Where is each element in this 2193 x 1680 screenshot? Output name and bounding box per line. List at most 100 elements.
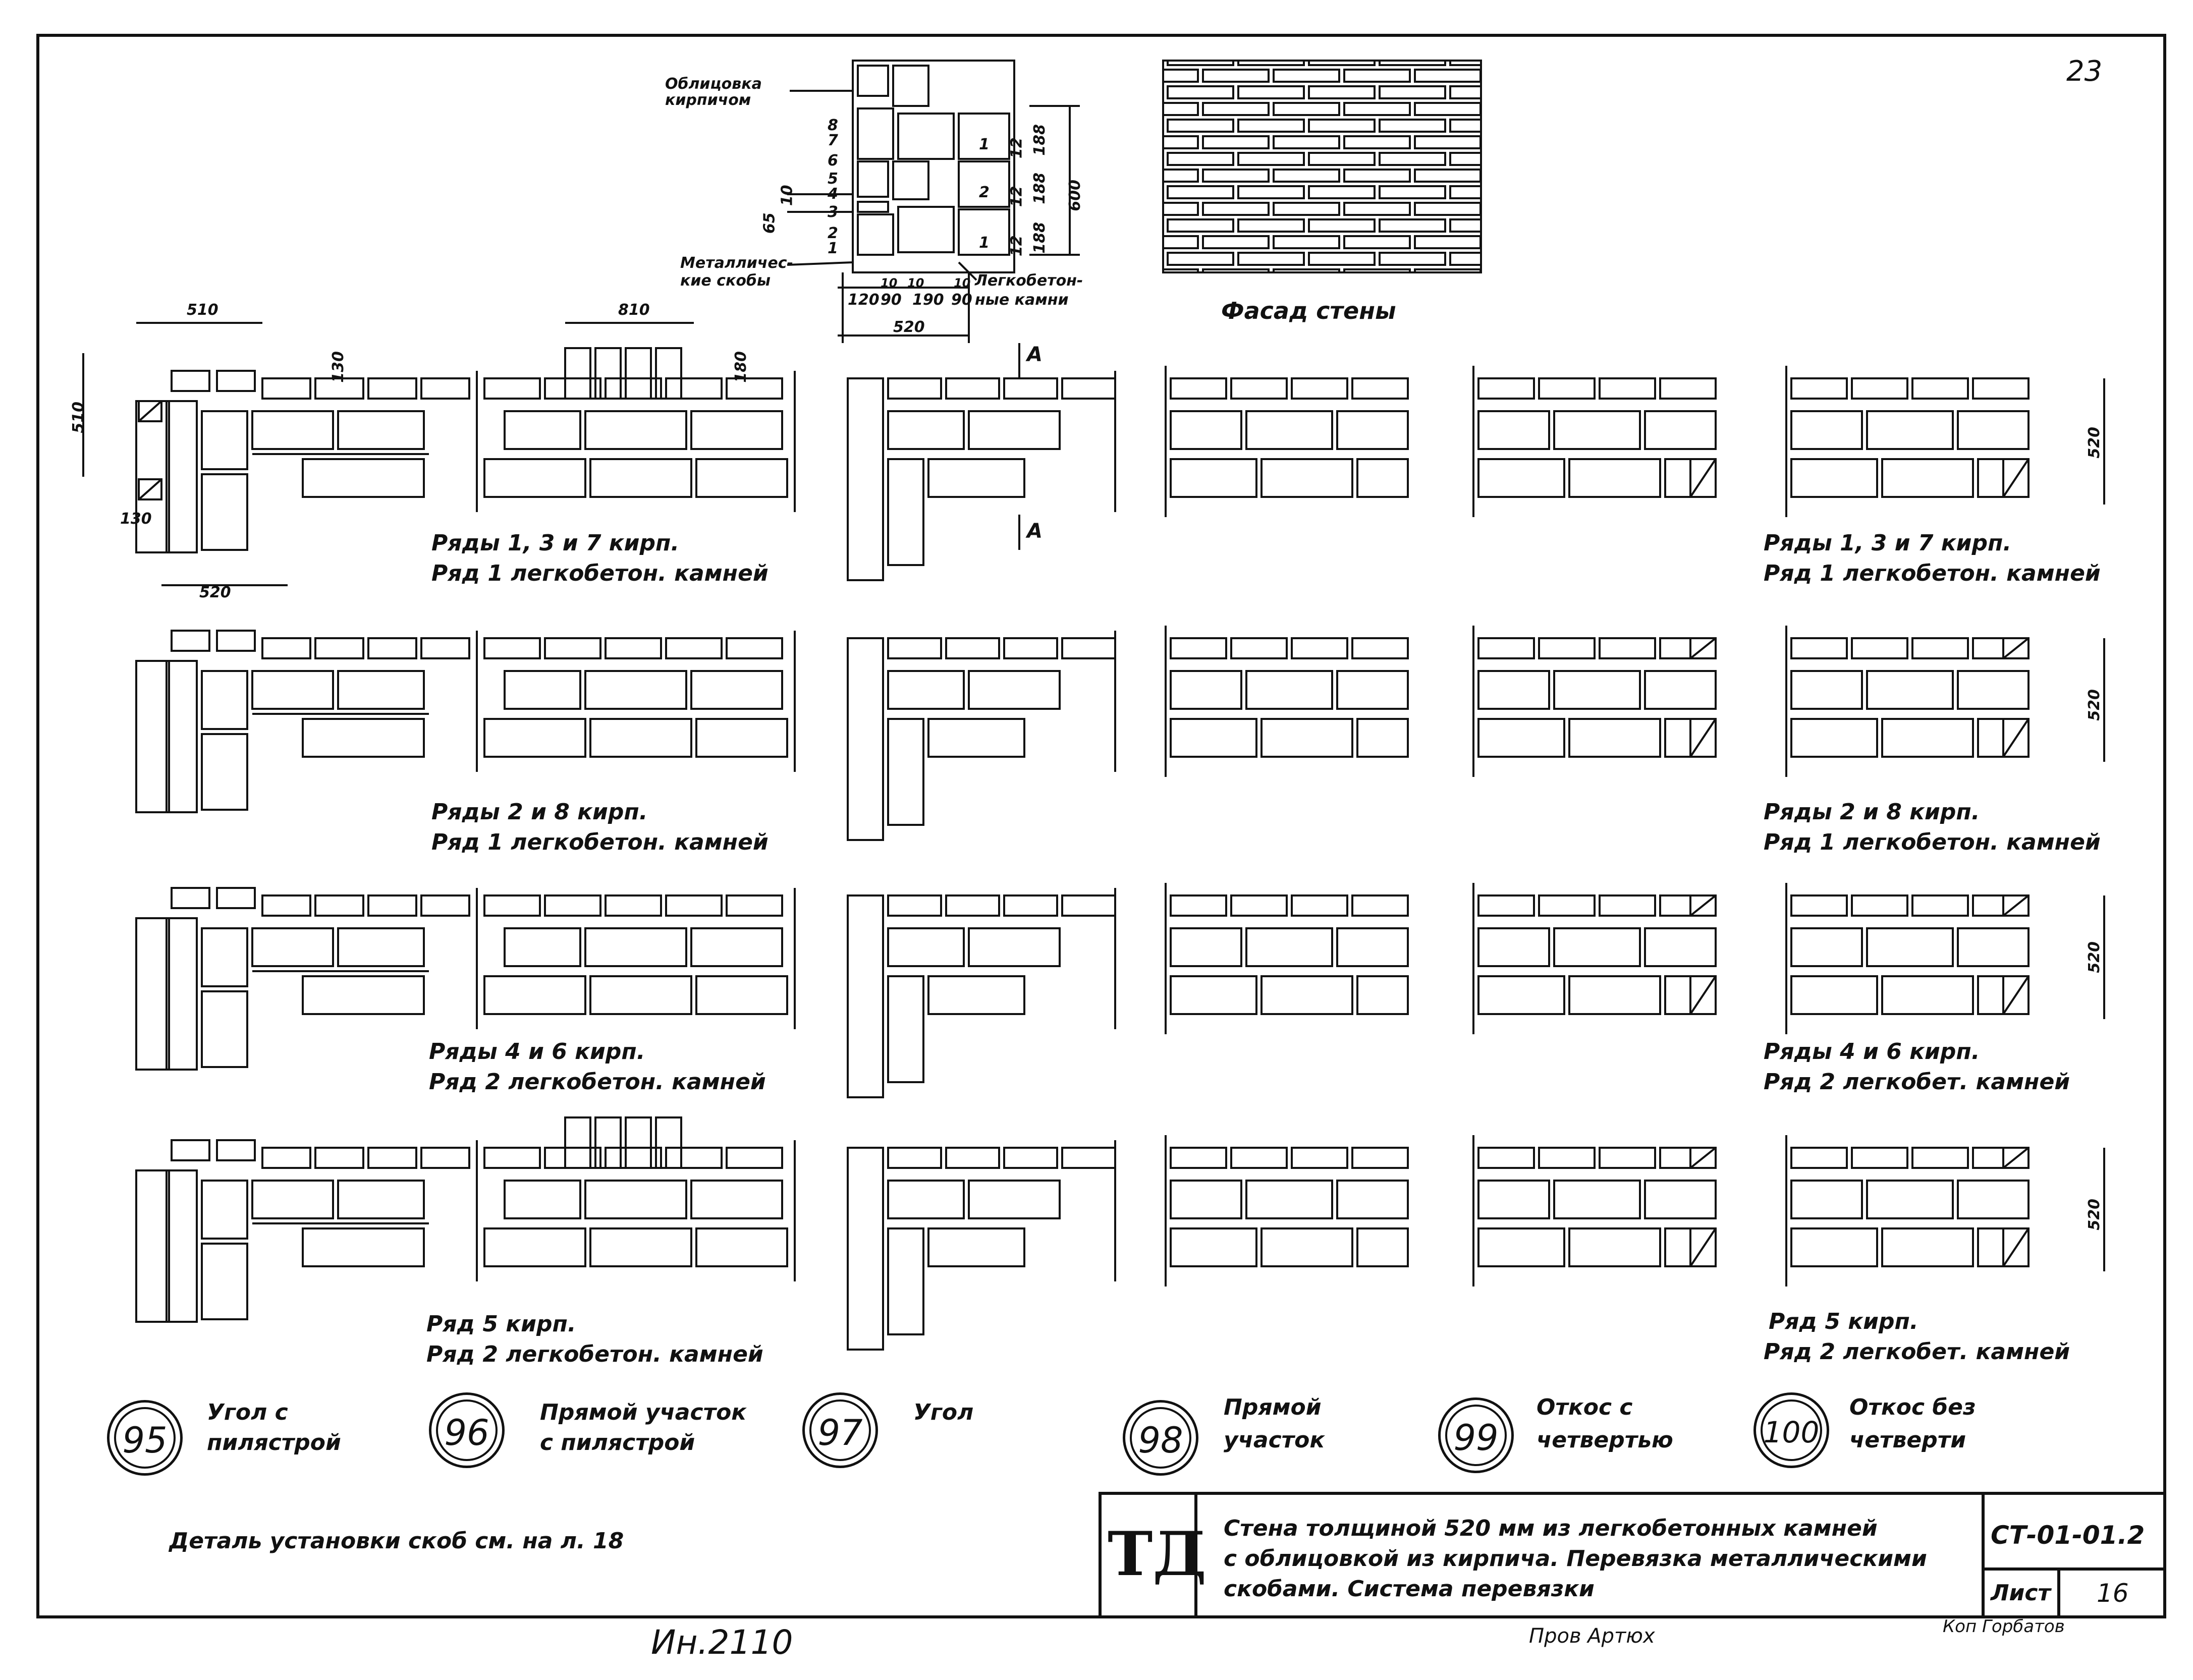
cut-brick [2002,1227,2030,1267]
dim-12-b: 12 [1008,186,1026,207]
brick [665,637,723,659]
legend-circle-100: 100 [1753,1392,1829,1468]
pilaster-brick [625,347,652,400]
dim-510-top: 510 [187,301,218,319]
block-num-top: 1 [979,136,990,153]
block [1790,1180,1863,1219]
dim-right-row2: 520 [2086,689,2104,721]
block [968,410,1061,450]
brick [1477,377,1535,400]
brick [171,887,210,909]
block [1170,718,1257,758]
block [1553,410,1641,450]
brick [1003,637,1058,659]
leader [958,261,977,281]
brick [1291,1147,1348,1169]
brick [261,894,311,917]
brick [1790,894,1848,917]
block [201,1180,248,1240]
brick [1599,1147,1656,1169]
brick [1003,894,1058,917]
block [1568,458,1661,498]
label-brackets-line1: Металличес- [680,254,793,272]
brick [314,637,364,659]
block [1260,975,1353,1015]
cut-brick [2002,894,2030,917]
block [1568,975,1661,1015]
brick [1599,377,1656,400]
block [1790,458,1878,498]
block [1356,975,1409,1015]
block [1477,1227,1565,1267]
label-blocks-line1: Легкобетон- [975,272,1083,290]
block [1866,410,1954,450]
legend-96-text-2: с пилястрой [540,1430,695,1455]
cut-brick-diagonal [138,400,162,422]
block [584,410,687,450]
block [1553,927,1641,967]
block [1644,410,1717,450]
block [887,458,924,566]
brick [1538,637,1596,659]
brick [420,637,470,659]
brick [945,1147,1000,1169]
brick [1972,637,2030,659]
legend-circle-99: 99 [1438,1397,1514,1473]
dim-130-top: 130 [330,351,348,383]
section-brick [897,113,955,160]
block [927,1227,1025,1267]
row4-caption-left-1: Ряд 5 кирп. [426,1311,576,1337]
cut-brick-diagonal [2002,458,2030,498]
corner-column [847,1147,884,1351]
brick [605,1147,662,1169]
sheet-label: Лист [1991,1580,2051,1606]
brick [216,370,256,392]
block-num-bot: 1 [979,234,990,252]
block [1790,975,1878,1015]
block [1881,718,1974,758]
block [1790,927,1863,967]
block [1356,1227,1409,1267]
row1-caption-right-1: Ряды 1, 3 и 7 кирп. [1764,530,2012,556]
brick [261,1147,311,1169]
pilaster-brick [564,347,591,400]
block [1568,1227,1661,1267]
block [1477,975,1565,1015]
row1-caption-right-2: Ряд 1 легкобетон. камней [1764,561,2101,586]
block [1553,670,1641,710]
block [1644,670,1717,710]
block [1170,927,1242,967]
cut-brick [138,400,162,422]
legend-99-text-2: четвертью [1537,1427,1673,1453]
dim-188-a: 188 [1031,124,1049,156]
brick [945,637,1000,659]
cut-brick-diagonal [2002,718,2030,758]
brick [1291,377,1348,400]
brick [1972,894,2030,917]
row-num-1: 1 [828,240,838,257]
dim-520-total: 520 [893,318,925,336]
brick [420,377,470,400]
brick [1477,637,1535,659]
brick [314,377,364,400]
facade-brick-pattern [1162,60,1482,273]
row3-caption-left-2: Ряд 2 легкобетон. камней [429,1069,766,1095]
row2-caption-left-1: Ряды 2 и 8 кирп. [431,799,648,825]
brick [1851,1147,1908,1169]
brick [261,637,311,659]
corner-column [847,894,884,1098]
block [337,670,425,710]
block [1477,1180,1550,1219]
dim-130-side: 130 [120,510,152,528]
block [166,917,198,1071]
pilaster-brick [594,347,622,400]
block [1881,1227,1974,1267]
dim-right-row4: 520 [2086,1198,2104,1230]
block [483,718,586,758]
sheet-number: 16 [2097,1579,2129,1608]
row2-caption-left-2: Ряд 1 легкобетон. камней [431,829,769,855]
brick [1911,894,1969,917]
block [1245,927,1333,967]
brick [1061,377,1116,400]
cut-brick-diagonal [1689,1227,1717,1267]
